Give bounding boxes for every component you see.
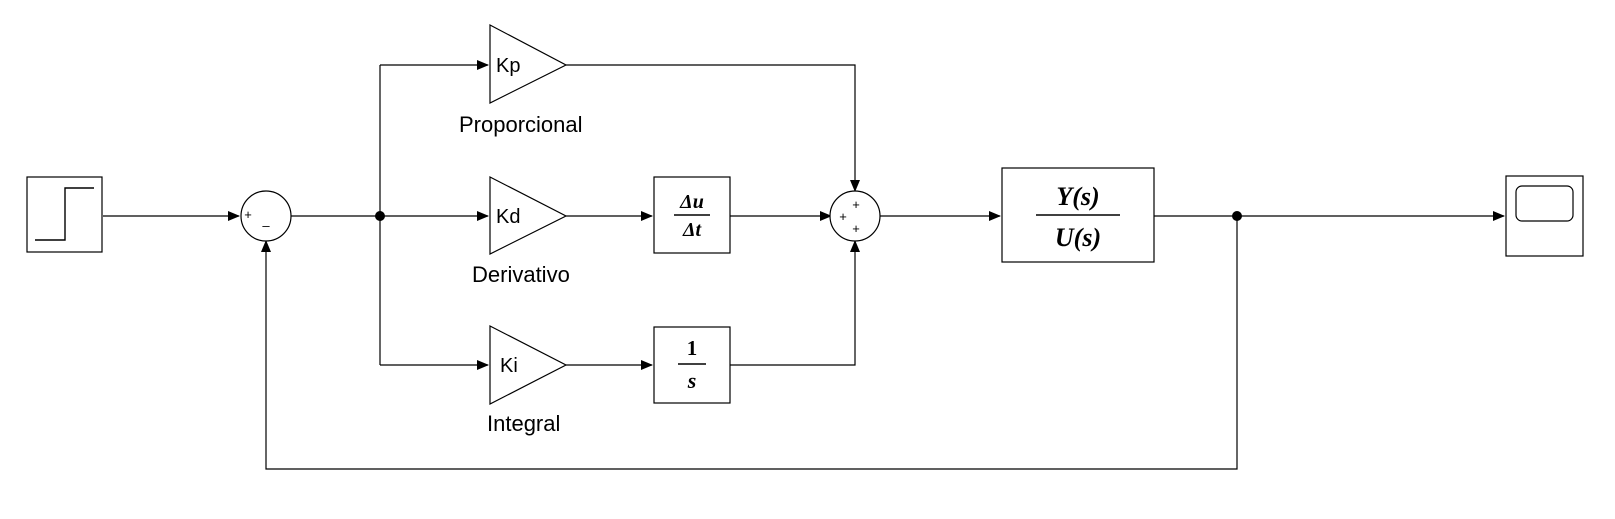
scope-screen-icon [1515,185,1574,222]
gain-kp-block[interactable]: Kp [489,24,568,104]
wire-integrator-to-sum [730,240,860,366]
error-sum-sign-minus: – [262,218,270,233]
plant-denominator: U(s) [1055,223,1101,252]
gain-ki-label: Ki [500,355,518,377]
branch-label-derivative: Derivativo [472,262,570,287]
integrator-denominator: s [687,368,697,393]
step-icon [35,187,94,241]
error-sum-sign-plus: + [244,207,252,222]
wire-feedback [261,216,1238,470]
output-sum-block[interactable]: + + + [829,190,881,242]
gain-kp-label: Kp [496,55,520,77]
integrator-numerator: 1 [687,336,698,360]
junction-dot-output [1232,211,1242,221]
step-source-block[interactable] [26,176,103,253]
derivative-numerator: Δu [679,191,704,213]
derivative-block[interactable]: Δu Δt [653,176,731,254]
output-sum-sign-top: + [852,197,860,212]
gain-kd-block[interactable]: Kd [489,176,568,255]
output-sum-sign-bottom: + [852,221,860,236]
plant-transfer-function-block[interactable]: Y(s) U(s) [1001,167,1155,263]
derivative-denominator: Δt [682,219,703,241]
gain-kd-label: Kd [496,206,520,228]
integrator-block[interactable]: 1 s [653,326,731,404]
branch-label-proportional: Proporcional [459,112,583,137]
wire-kp-to-sum [566,64,860,192]
plant-numerator: Y(s) [1056,182,1099,211]
junction-dot-error [375,211,385,221]
branch-label-integral: Integral [487,411,560,436]
error-sum-block[interactable]: + – [240,190,292,242]
gain-ki-block[interactable]: Ki [489,325,568,405]
output-sum-sign-left: + [839,209,847,224]
scope-block[interactable] [1505,175,1584,257]
